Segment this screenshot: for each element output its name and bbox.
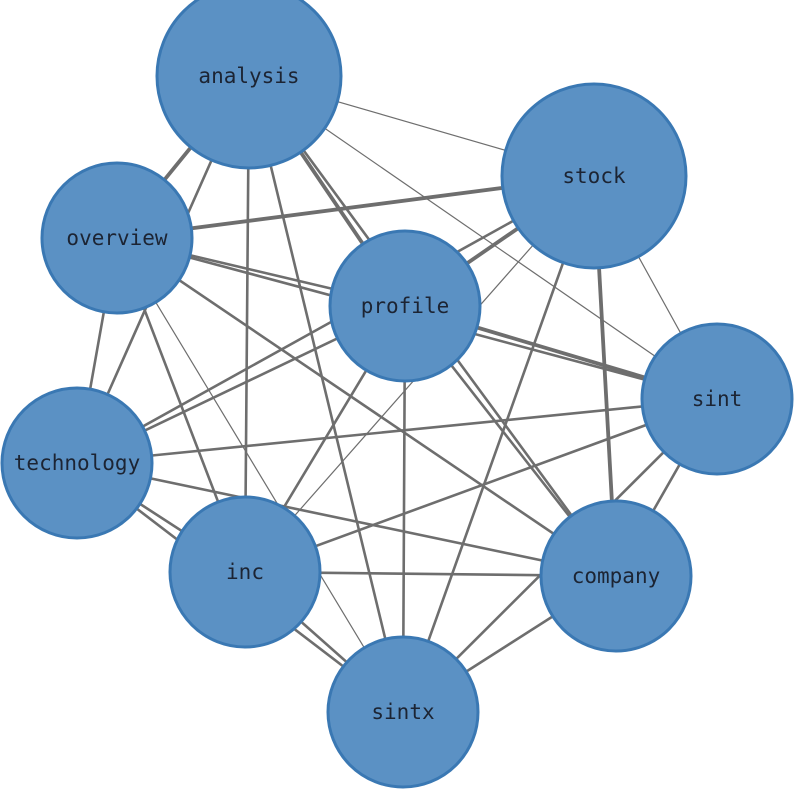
node-label-inc: inc: [226, 560, 264, 584]
node-label-company: company: [572, 564, 661, 588]
node-label-sintx: sintx: [371, 700, 434, 724]
edge-analysis-sintx: [247, 74, 405, 714]
node-sintx: sintx: [326, 635, 480, 789]
node-circle-overview: [40, 161, 194, 315]
node-stock: stock: [500, 82, 688, 270]
edge-sint-inc: [243, 397, 719, 574]
edge-sint-technology: [75, 397, 719, 465]
edge-overview-company: [115, 236, 618, 578]
edge-technology-company: [75, 461, 618, 578]
node-overview: overview: [40, 161, 194, 315]
node-circle-stock: [500, 82, 688, 270]
node-circle-sint: [640, 322, 794, 476]
node-label-technology: technology: [14, 451, 140, 475]
node-circle-company: [539, 499, 693, 653]
node-inc: inc: [168, 495, 322, 649]
node-label-profile: profile: [361, 294, 450, 318]
node-company: company: [539, 499, 693, 653]
node-circle-technology: [0, 386, 154, 540]
edge-overview-sintx: [116, 237, 404, 713]
node-label-overview: overview: [66, 226, 168, 250]
node-technology: technology: [0, 386, 154, 540]
node-analysis: analysis: [155, 0, 343, 170]
node-circle-sintx: [326, 635, 480, 789]
node-label-sint: sint: [692, 387, 743, 411]
node-label-analysis: analysis: [198, 64, 299, 88]
node-circle-inc: [168, 495, 322, 649]
node-profile: profile: [328, 229, 482, 383]
node-circle-analysis: [155, 0, 343, 170]
edge-stock-sintx: [401, 174, 596, 714]
node-label-stock: stock: [562, 164, 626, 188]
node-sint: sint: [640, 322, 794, 476]
node-circle-profile: [328, 229, 482, 383]
